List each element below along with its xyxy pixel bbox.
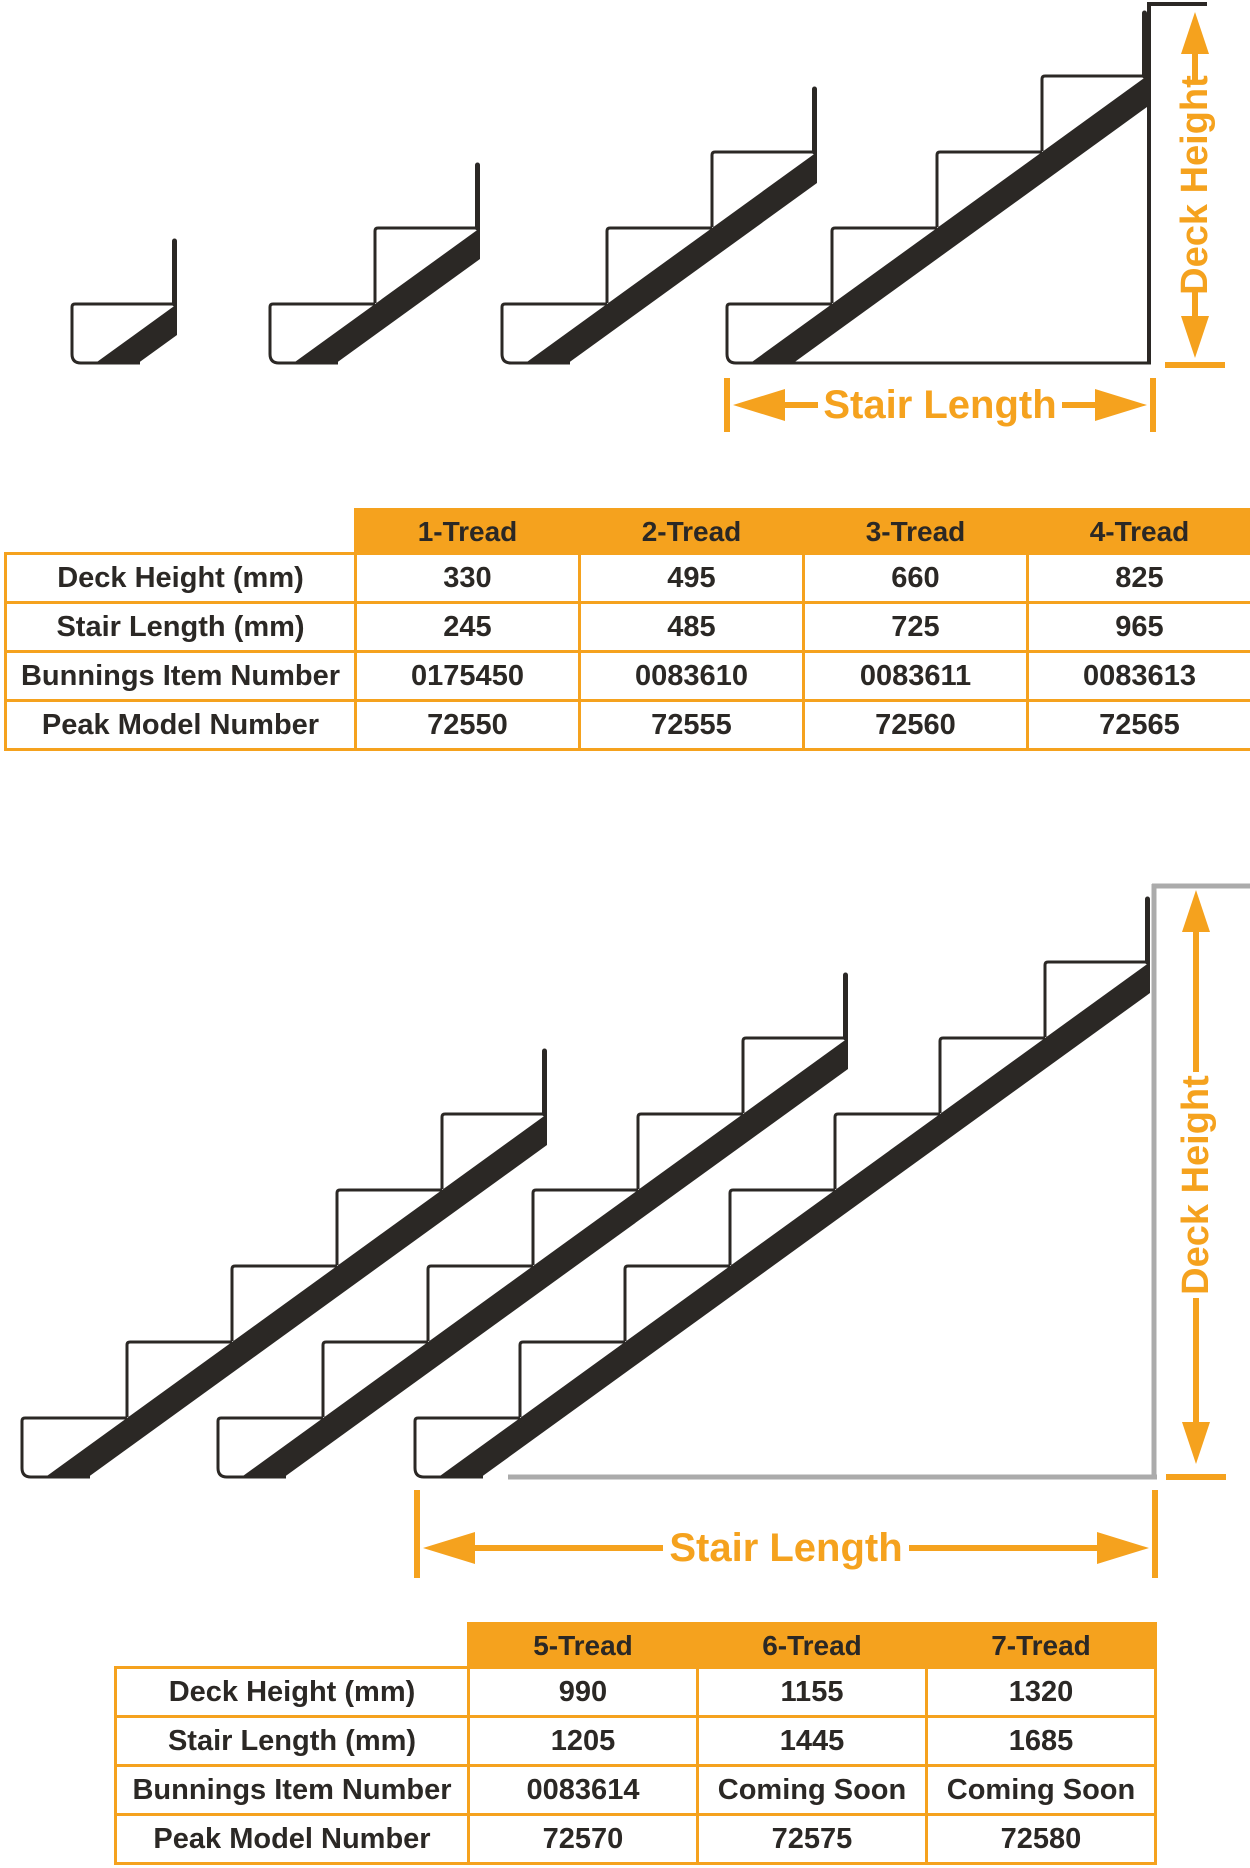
stair-stringer-7-tread	[413, 896, 1150, 1479]
spec-cell: 1445	[696, 1715, 928, 1767]
spec-cell: 72580	[925, 1813, 1157, 1865]
spec-cell: 72550	[354, 699, 581, 751]
stair-stringer-2-tread	[268, 162, 480, 365]
arrow-up-icon	[1182, 890, 1210, 932]
row-label: Peak Model Number	[114, 1813, 470, 1865]
spec-cell: 1205	[467, 1715, 699, 1767]
spec-cell: 72570	[467, 1813, 699, 1865]
spec-cell: 0083610	[578, 650, 805, 702]
stringer-band	[525, 152, 817, 363]
stair-stringer-1-tread	[70, 238, 177, 365]
row-label: Stair Length (mm)	[4, 601, 357, 653]
stringer-band	[750, 76, 1147, 363]
step-outline	[413, 960, 1150, 1479]
column-header-1-tread: 1-Tread	[354, 508, 581, 555]
spec-cell: 72575	[696, 1813, 928, 1865]
deck-height-dimension: Deck Height	[1166, 890, 1226, 1480]
spec-cell: Coming Soon	[696, 1764, 928, 1816]
deck-height-dimension: Deck Height	[1165, 12, 1225, 368]
deck-height-label: Deck Height	[1175, 1075, 1217, 1295]
spec-cell: 0083614	[467, 1764, 699, 1816]
row-label: Deck Height (mm)	[4, 552, 357, 604]
table-corner-spacer	[6, 510, 356, 554]
spec-cell: 725	[802, 601, 1029, 653]
spec-cell: 965	[1026, 601, 1250, 653]
spec-cell: 485	[578, 601, 805, 653]
column-header-7-tread: 7-Tread	[925, 1622, 1157, 1669]
arrow-down-icon	[1182, 1422, 1210, 1464]
spec-cell: 0083613	[1026, 650, 1250, 702]
spec-cell: 660	[802, 552, 1029, 604]
stringer-band	[95, 304, 177, 363]
step-outline	[725, 74, 1147, 365]
row-label: Bunnings Item Number	[114, 1764, 470, 1816]
spec-cell: 0083611	[802, 650, 1029, 702]
step-outline	[70, 302, 177, 365]
column-header-3-tread: 3-Tread	[802, 508, 1029, 555]
stair-length-dimension: Stair Length	[414, 1490, 1158, 1578]
arrow-left-icon	[423, 1532, 475, 1564]
spec-cell: 72565	[1026, 699, 1250, 751]
stringer-band	[293, 228, 480, 363]
arrow-down-icon	[1181, 316, 1209, 358]
spec-cell: 825	[1026, 552, 1250, 604]
spec-cell: Coming Soon	[925, 1764, 1157, 1816]
step-outline	[268, 226, 480, 365]
stair-stringer-3-tread	[500, 86, 817, 365]
row-label: Stair Length (mm)	[114, 1715, 470, 1767]
column-header-2-tread: 2-Tread	[578, 508, 805, 555]
stair-stringer-6-tread	[216, 972, 848, 1479]
stair-length-dimension: Stair Length	[724, 378, 1156, 432]
row-label: Bunnings Item Number	[4, 650, 357, 702]
stair-stringer-4-tread	[725, 10, 1147, 365]
arrow-right-icon	[1097, 1532, 1149, 1564]
spec-cell: 1155	[696, 1666, 928, 1718]
spec-cell: 1320	[925, 1666, 1157, 1718]
spec-cell: 990	[467, 1666, 699, 1718]
stringer-band	[45, 1114, 547, 1477]
spec-cell: 245	[354, 601, 581, 653]
spec-cell: 0175450	[354, 650, 581, 702]
spec-cell: 330	[354, 552, 581, 604]
step-outline	[216, 1036, 848, 1479]
arrow-right-icon	[1095, 389, 1147, 421]
column-header-6-tread: 6-Tread	[696, 1622, 928, 1669]
stair-stringer-5-tread	[20, 1048, 547, 1479]
spec-cell: 1685	[925, 1715, 1157, 1767]
row-label: Deck Height (mm)	[114, 1666, 470, 1718]
arrow-up-icon	[1181, 12, 1209, 54]
row-label: Peak Model Number	[4, 699, 357, 751]
spec-cell: 72560	[802, 699, 1029, 751]
spec-cell: 495	[578, 552, 805, 604]
spec-cell: 72555	[578, 699, 805, 751]
stair-length-label: Stair Length	[669, 1526, 902, 1570]
column-header-4-tread: 4-Tread	[1026, 508, 1250, 555]
step-outline	[500, 150, 817, 365]
deck-height-label: Deck Height	[1174, 75, 1216, 295]
arrow-left-icon	[733, 389, 785, 421]
stringer-band	[241, 1038, 848, 1477]
table-corner-spacer	[116, 1624, 469, 1668]
stair-length-label: Stair Length	[823, 383, 1056, 427]
step-outline	[20, 1112, 547, 1479]
stringer-band	[438, 962, 1150, 1477]
column-header-5-tread: 5-Tread	[467, 1622, 699, 1669]
